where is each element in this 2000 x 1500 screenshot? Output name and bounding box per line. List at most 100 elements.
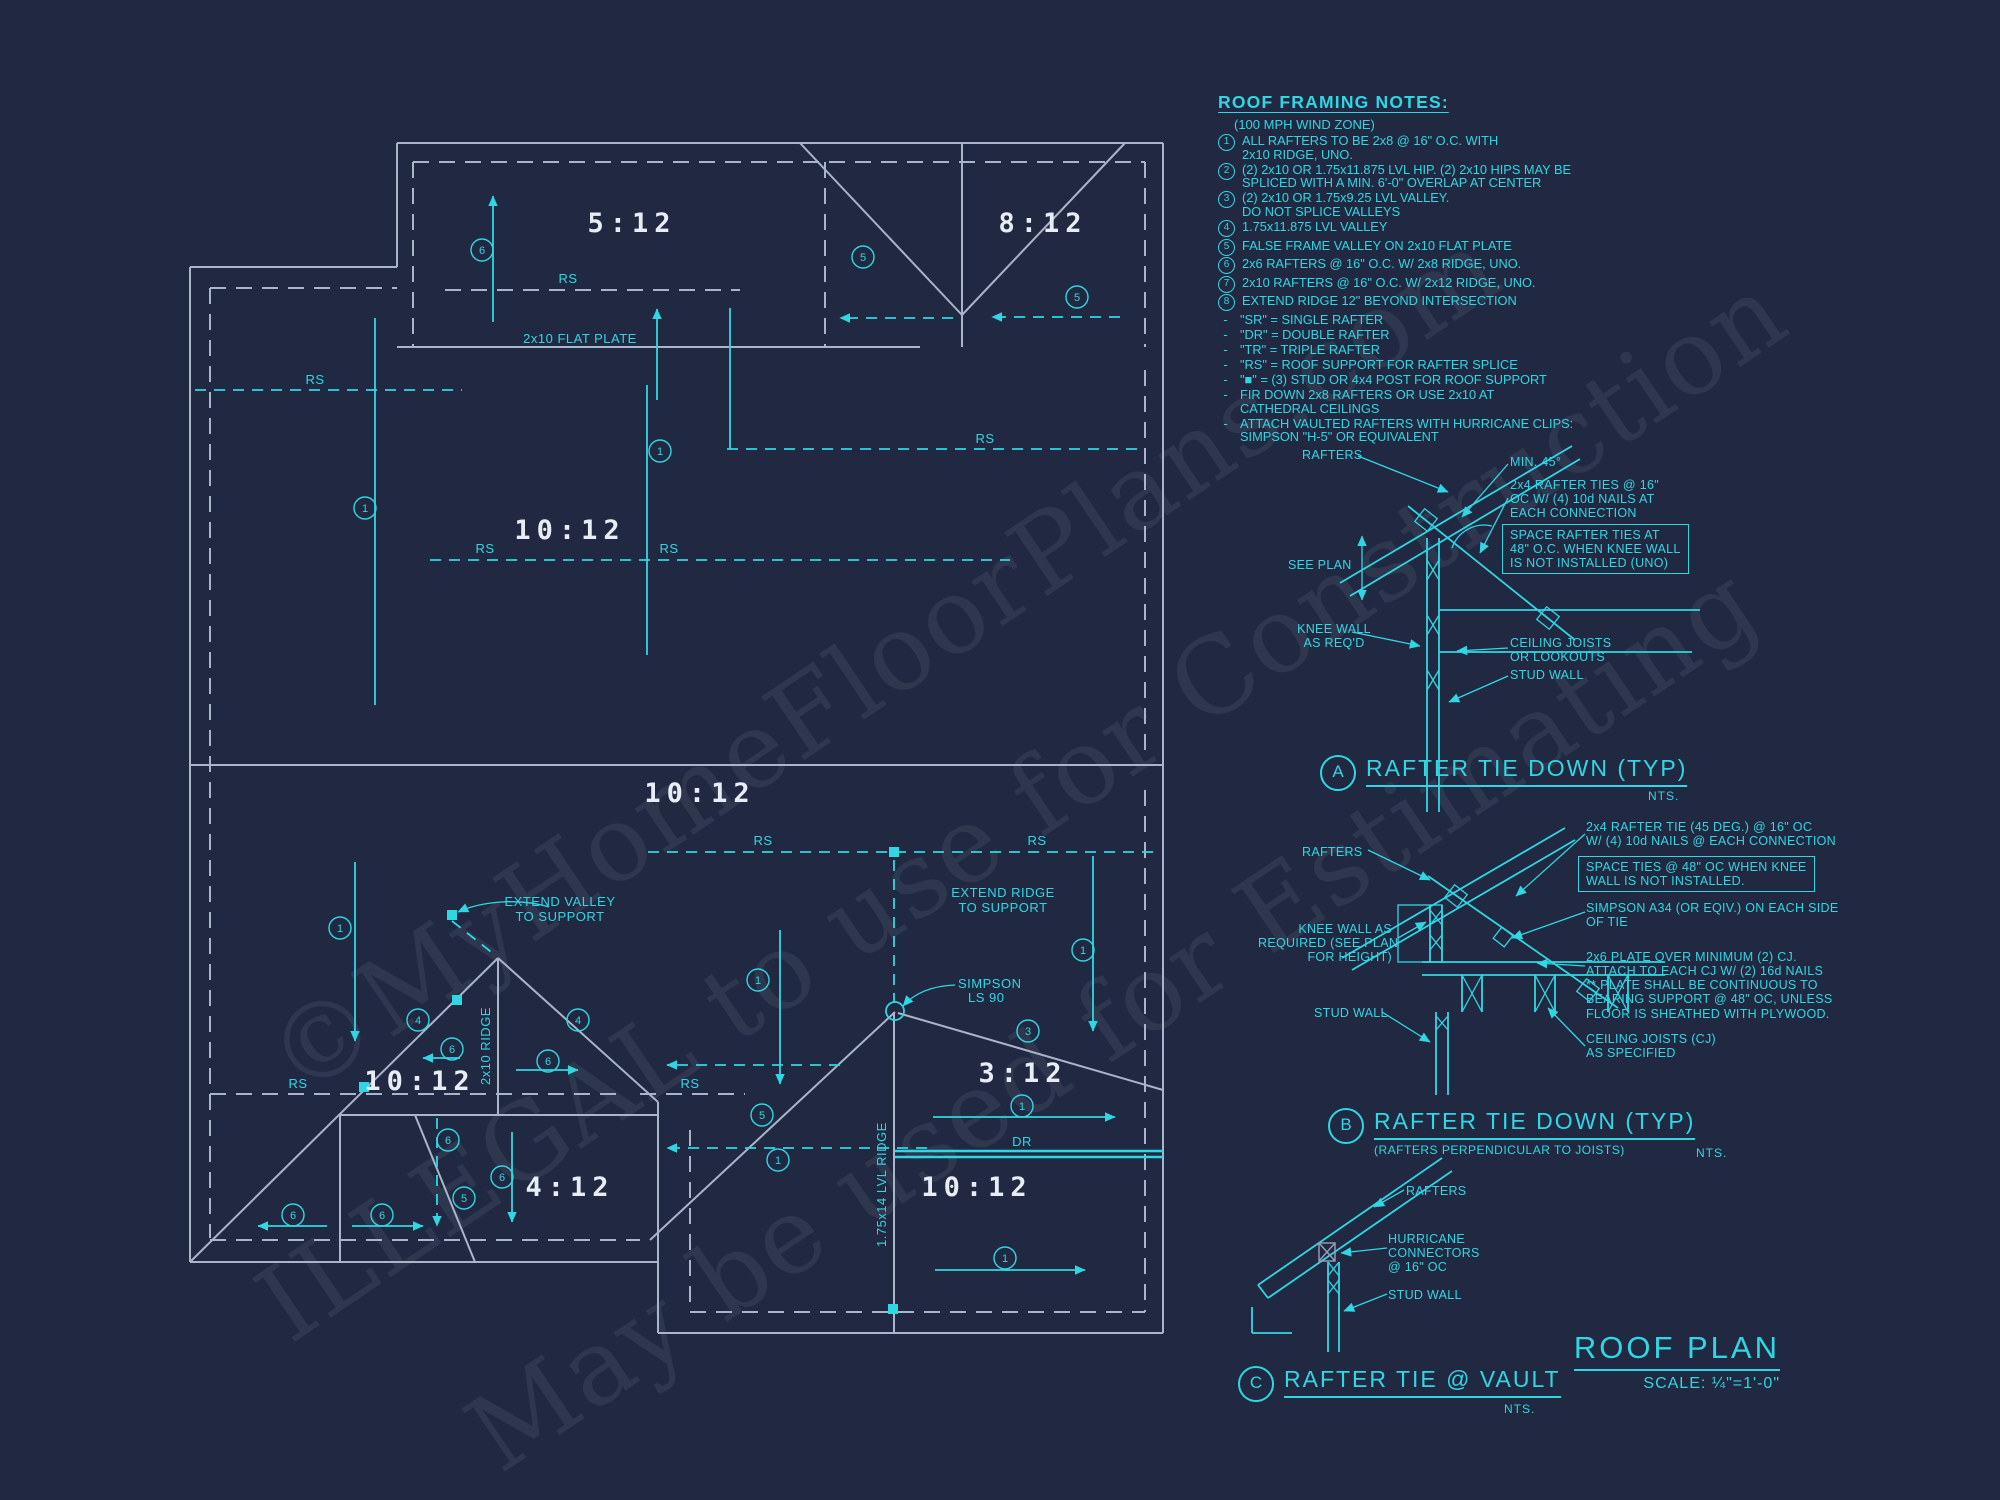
detail-b-subtitle: (RAFTERS PERPENDICULAR TO JOISTS) — [1374, 1143, 1625, 1157]
svg-text:4: 4 — [575, 1015, 581, 1027]
note-number-badge: 4 — [1218, 220, 1235, 238]
detail-c-title: C RAFTER TIE @ VAULT — [1238, 1366, 1561, 1402]
note-item: 8 EXTEND RIDGE 12" BEYOND INTERSECTION — [1218, 294, 1688, 312]
marker-6-icon: 6 — [536, 1049, 560, 1073]
note-text: "RS" = ROOF SUPPORT FOR RAFTER SPLICE — [1240, 356, 1518, 372]
simpson-callout: LS 90 — [968, 990, 1004, 1005]
lvl-ridge-label: 1.75x14 LVL RIDGE — [874, 1122, 889, 1247]
marker-1-icon: 1 — [993, 1246, 1017, 1270]
detail-a-title-text: RAFTER TIE DOWN (TYP) — [1366, 755, 1688, 787]
notes-dashed-list: - "SR" = SINGLE RAFTER - "DR" = DOUBLE R… — [1218, 312, 1688, 444]
notes-heading: ROOF FRAMING NOTES: — [1218, 92, 1449, 112]
rs-label: RS — [975, 431, 994, 446]
marker-6-icon: 6 — [370, 1203, 394, 1227]
pitch-label: 5:12 — [587, 208, 676, 239]
detail-b-ceiling-note: CEILING JOISTS (CJ)AS SPECIFIED — [1586, 1032, 1717, 1061]
roof-support-linework — [195, 312, 1160, 1227]
detail-b-letter-badge: B — [1328, 1108, 1364, 1144]
marker-6-icon: 6 — [490, 1165, 514, 1189]
rs-label: RS — [680, 1076, 699, 1091]
plan-callouts: EXTEND VALLEY TO SUPPORT EXTEND RIDGE TO… — [504, 885, 1054, 1005]
marker-1-icon: 1 — [1071, 938, 1095, 962]
svg-text:1: 1 — [337, 923, 343, 935]
marker-1-icon: 1 — [353, 496, 377, 520]
note-item: 5 FALSE FRAME VALLEY ON 2x10 FLAT PLATE — [1218, 238, 1688, 256]
title-block: ROOF PLAN SCALE: ¼"=1'-0" — [1540, 1330, 1780, 1393]
svg-text:1: 1 — [755, 975, 761, 987]
marker-1-icon: 1 — [766, 1148, 790, 1172]
note-item: 3 (2) 2x10 OR 1.75x9.25 LVL VALLEY.DO NO… — [1218, 191, 1688, 218]
keynote-markers: 6 5 5 1 1 1 1 1 1 1 1 4 4 6 6 6 6 6 6 5 … — [281, 238, 1095, 1270]
detail-b-plate-note: 2x6 PLATE OVER MINIMUM (2) CJ.ATTACH TO … — [1586, 950, 1833, 1021]
roof-outline-linework — [189, 142, 1164, 1334]
note-text: 2x6 RAFTERS @ 16" O.C. W/ 2x8 RIDGE, UNO… — [1242, 256, 1522, 272]
note-item: 4 1.75x11.875 LVL VALLEY — [1218, 220, 1688, 238]
svg-text:3: 3 — [1025, 1026, 1031, 1038]
note-item: - "RS" = ROOF SUPPORT FOR RAFTER SPLICE — [1218, 358, 1688, 372]
marker-6-icon: 6 — [440, 1037, 464, 1061]
note-number-badge: 2 — [1218, 162, 1235, 180]
note-bullet: - — [1223, 415, 1228, 431]
svg-text:6: 6 — [379, 1210, 385, 1222]
marker-5-icon: 5 — [851, 245, 875, 269]
note-item: - "SR" = SINGLE RAFTER — [1218, 312, 1688, 327]
sheet-scale: SCALE: ¼"=1'-0" — [1643, 1375, 1780, 1392]
marker-1-icon: 1 — [1010, 1094, 1034, 1118]
svg-text:1: 1 — [1080, 945, 1086, 957]
marker-1-icon: 1 — [746, 968, 770, 992]
marker-6-icon: 6 — [281, 1203, 305, 1227]
marker-5-icon: 5 — [750, 1103, 774, 1127]
extend-valley-callout: TO SUPPORT — [515, 909, 604, 924]
svg-text:6: 6 — [449, 1044, 455, 1056]
detail-b-rafters-label: RAFTERS — [1302, 845, 1363, 859]
detail-b-title: B RAFTER TIE DOWN (TYP) (RAFTERS PERPEND… — [1328, 1108, 1696, 1157]
note-item: 7 2x10 RAFTERS @ 16" O.C. W/ 2x12 RIDGE,… — [1218, 275, 1688, 293]
detail-a-rafters-label: RAFTERS — [1302, 448, 1363, 462]
svg-text:1: 1 — [1019, 1101, 1025, 1113]
note-bullet: - — [1223, 326, 1228, 342]
detail-a-min45-label: MIN. 45° — [1510, 455, 1562, 469]
pitch-label: 10:12 — [514, 515, 625, 546]
svg-text:6: 6 — [479, 245, 485, 257]
detail-c-title-text: RAFTER TIE @ VAULT — [1284, 1366, 1561, 1398]
rs-label: RS — [475, 541, 494, 556]
detail-c-linework — [1251, 1157, 1453, 1352]
note-text: "■" = (3) STUD OR 4x4 POST FOR ROOF SUPP… — [1240, 371, 1547, 387]
note-item: - "DR" = DOUBLE RAFTER — [1218, 328, 1688, 342]
note-number-badge: 3 — [1218, 191, 1235, 209]
rs-label: RS — [659, 541, 678, 556]
marker-6-icon: 6 — [470, 238, 494, 262]
note-item: 2 (2) 2x10 OR 1.75x11.875 LVL HIP. (2) 2… — [1218, 163, 1688, 190]
detail-b-title-text: RAFTER TIE DOWN (TYP) — [1374, 1108, 1696, 1140]
svg-text:4: 4 — [415, 1015, 421, 1027]
ridge-2x10-label: 2x10 RIDGE — [478, 1007, 493, 1085]
roof-framing-notes: ROOF FRAMING NOTES: (100 MPH WIND ZONE) … — [1218, 92, 1688, 444]
simpson-callout: SIMPSON — [958, 976, 1021, 991]
dr-label: DR — [1012, 1134, 1032, 1149]
detail-c-stud-wall-label: STUD WALL — [1388, 1288, 1462, 1302]
svg-text:6: 6 — [290, 1210, 296, 1222]
marker-1-icon: 1 — [648, 439, 672, 463]
rs-label: RS — [305, 372, 324, 387]
flat-plate-label: 2x10 FLAT PLATE — [523, 331, 637, 346]
svg-text:5: 5 — [860, 252, 866, 264]
rs-label: RS — [288, 1076, 307, 1091]
pitch-label: 10:12 — [921, 1172, 1032, 1203]
detail-a-title: A RAFTER TIE DOWN (TYP) — [1320, 755, 1688, 791]
ridge-labels: 2x10 FLAT PLATE 2x10 RIDGE 1.75x14 LVL R… — [478, 331, 889, 1247]
svg-text:1: 1 — [362, 503, 368, 515]
svg-text:6: 6 — [545, 1056, 551, 1068]
svg-text:5: 5 — [461, 1193, 467, 1205]
svg-text:1: 1 — [1002, 1253, 1008, 1265]
note-text: (2) 2x10 OR 1.75x9.25 LVL VALLEY.DO NOT … — [1242, 190, 1450, 219]
